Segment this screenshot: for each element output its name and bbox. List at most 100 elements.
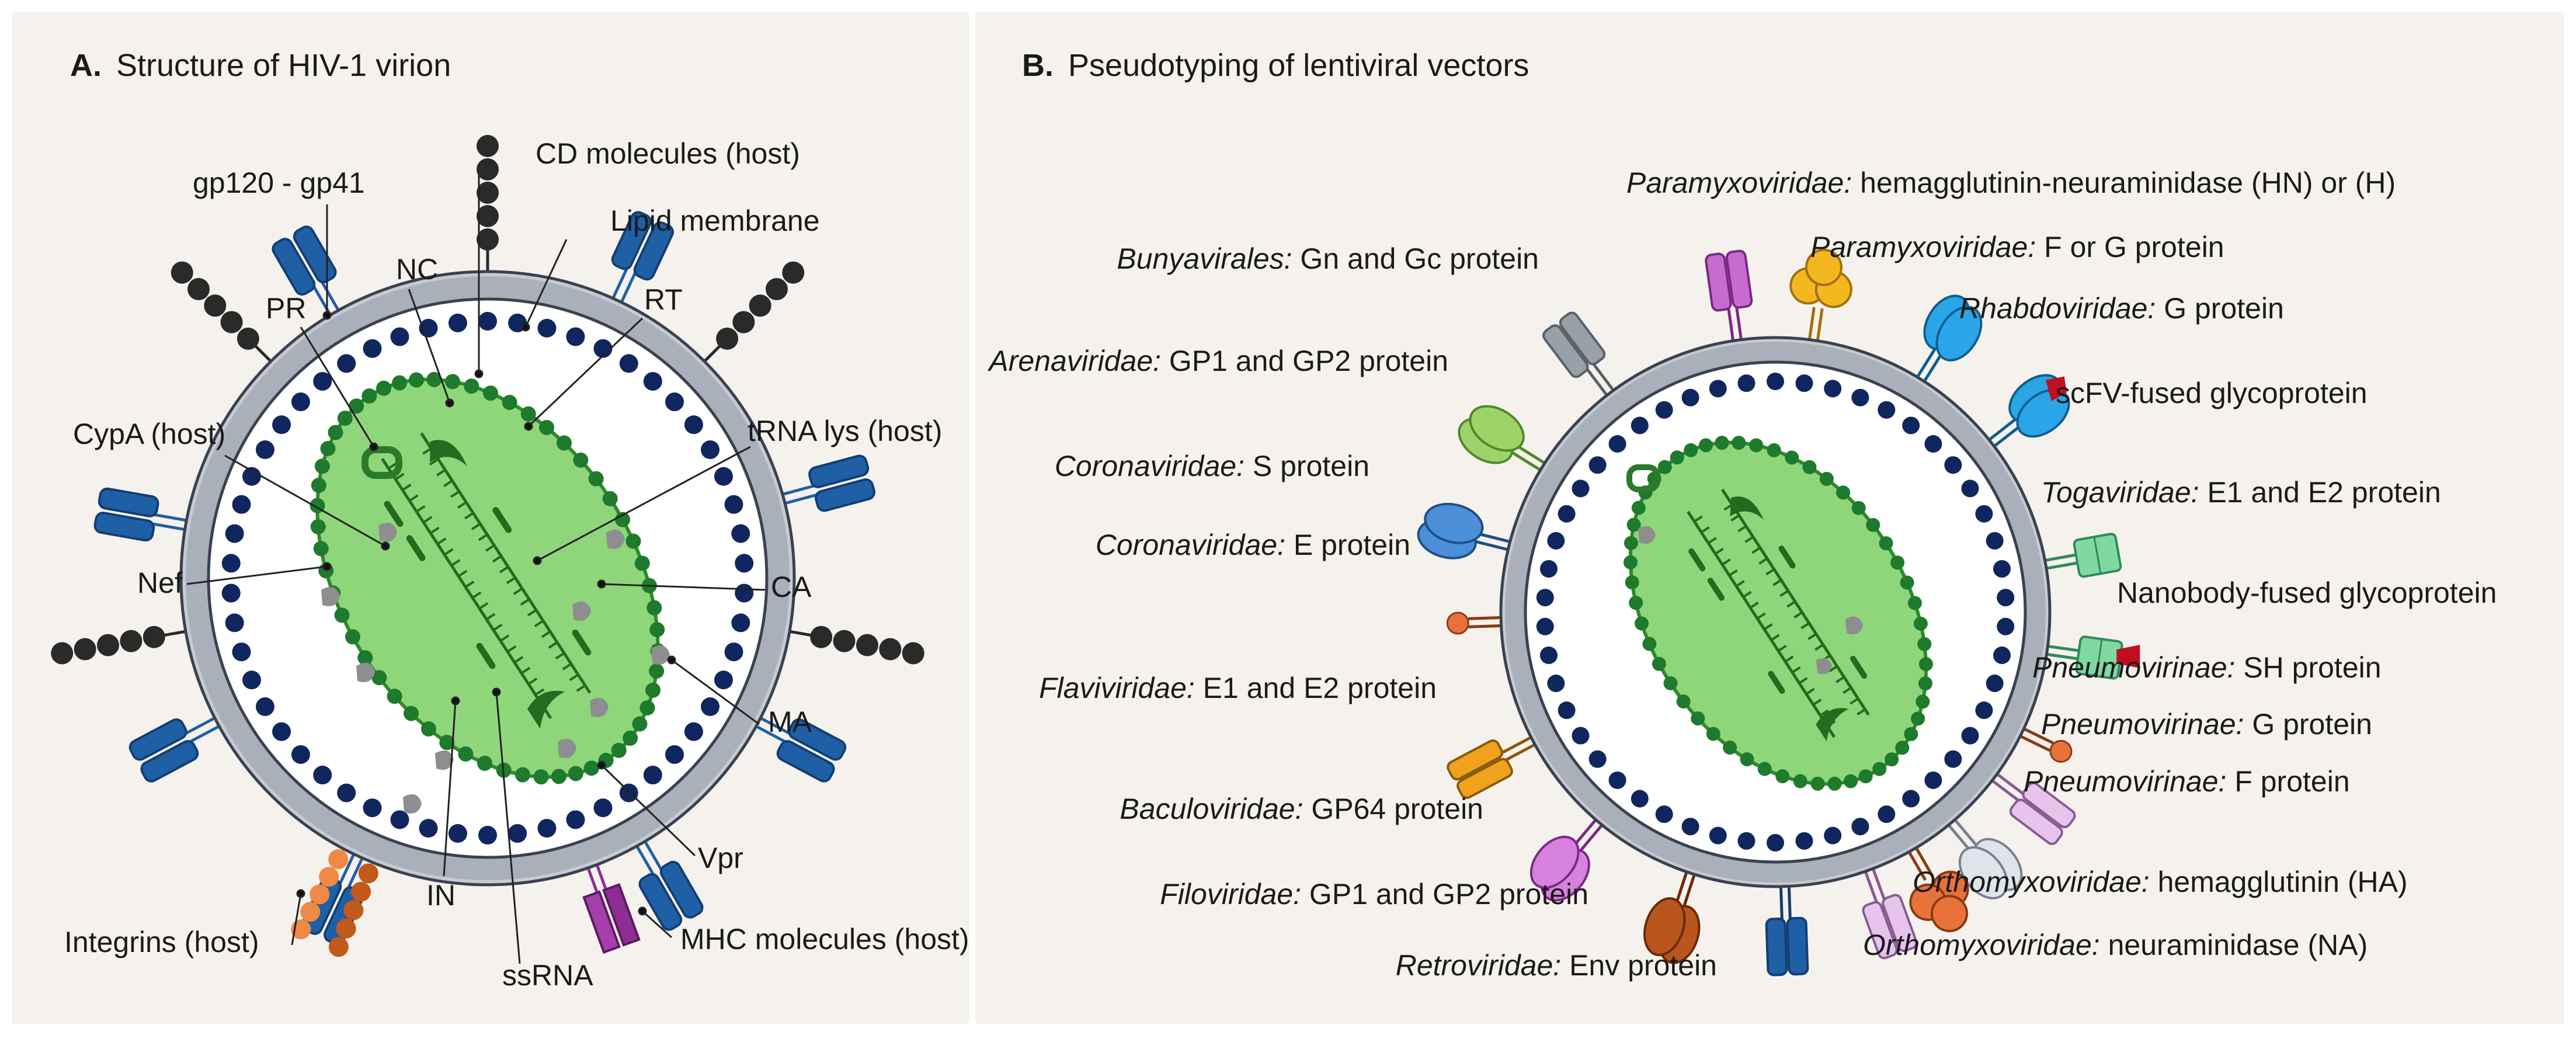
capsid-bead: [643, 766, 662, 785]
capsid-bead: [1608, 435, 1626, 453]
in-enzyme: [527, 690, 565, 729]
rna-tick: [548, 641, 558, 649]
rna-tick: [506, 576, 516, 585]
capsid-bead: [566, 327, 585, 346]
rna-tick: [1708, 537, 1717, 544]
ca-dot: [311, 477, 326, 493]
baculo-gp64-stalk: [1580, 822, 1605, 852]
capsid-bead: [419, 318, 438, 338]
ca-dot: [625, 533, 641, 549]
capsid-bead: [1547, 675, 1565, 693]
capsid-bead: [701, 697, 720, 716]
pointer-dot: [474, 369, 484, 378]
glycoprotein-label: Pneumovirinae: F protein: [2024, 765, 2350, 798]
glycoprotein-name: SH protein: [2235, 651, 2381, 684]
bunyavirales-gn-gc-stalk: [1586, 368, 1609, 398]
ca-dot: [439, 735, 455, 750]
capsid-bead: [1539, 647, 1558, 665]
rna-tick: [1828, 665, 1838, 673]
rna-tick: [1765, 568, 1775, 576]
panel-b-title: B. Pseudotyping of lentiviral vectors: [1022, 48, 1529, 83]
capsid-bead: [1558, 505, 1576, 523]
viral-core-b: [1624, 436, 1933, 791]
glycoprotein-name: Nanobody-fused glycoprotein: [2117, 576, 2497, 609]
retro-env: [1765, 884, 1809, 977]
pointer-line: [300, 326, 375, 447]
cd-molecule-bead: [749, 294, 771, 317]
ca-dot: [1858, 769, 1873, 784]
cd-molecule-bead: [477, 135, 499, 157]
flavi-e1e2: [1447, 735, 1538, 800]
pointer-line: [601, 583, 766, 591]
capsid-bead: [701, 440, 720, 459]
ca-dot: [357, 650, 373, 666]
glycoprotein-family: Togaviridae:: [2041, 476, 2199, 509]
capsid-bead: [313, 371, 332, 391]
ca-dot: [444, 374, 460, 390]
ca-dot: [376, 380, 392, 396]
capsid-bead: [1878, 401, 1896, 419]
glycoprotein-family: Pneumovirinae:: [2024, 765, 2226, 798]
rna-tick: [1786, 600, 1796, 608]
vector-membrane-band: [1505, 342, 2046, 882]
ca-dot: [502, 395, 517, 411]
toga-e1e2-stalk: [2042, 553, 2078, 562]
ca-dot: [1918, 676, 1932, 691]
ca-dot: [588, 471, 604, 487]
capsid-bead: [1558, 701, 1576, 720]
capsid-bead: [1709, 826, 1727, 845]
capsid-bead: [1655, 805, 1673, 823]
lipid-membrane-band: [186, 276, 790, 880]
rna-tick: [409, 494, 419, 502]
glycoprotein-label: Pneumovirinae: G protein: [2041, 708, 2372, 741]
label-nef: Nef: [137, 567, 183, 599]
capsid-bead: [1902, 790, 1920, 808]
pneumo-f-stalk: [1946, 822, 1971, 852]
ca-dot: [1767, 443, 1781, 457]
grey-protein: [403, 794, 422, 814]
ca-dot: [1723, 741, 1737, 755]
ca-dot: [1785, 450, 1799, 465]
rna-tick: [1751, 547, 1761, 554]
capsid-bead: [508, 824, 527, 843]
corona-s-stalk: [1476, 540, 1511, 552]
rna-tick: [576, 684, 586, 692]
rna-tick: [506, 645, 517, 653]
capsid-bead: [1631, 790, 1649, 808]
ca-dot: [1629, 596, 1643, 610]
ca-dot: [573, 452, 589, 468]
pointer-line: [671, 659, 760, 725]
pointer-line: [291, 893, 302, 946]
accessory-proteins-a: [321, 522, 670, 814]
ca-dot: [421, 721, 437, 737]
pointer-line: [495, 691, 521, 964]
capsid-bead: [1851, 818, 1869, 836]
capsid-bead: [1795, 374, 1813, 392]
rna-tick: [555, 652, 565, 660]
glycoprotein-name: hemagglutinin (HA): [2150, 866, 2408, 898]
ca-dot: [1907, 596, 1922, 610]
ca-dot: [1757, 762, 1772, 776]
ca-dot: [583, 760, 599, 776]
glycoprotein-label: Retroviridae: Env protein: [1396, 949, 1717, 982]
label-trna: tRNA lys (host): [748, 415, 942, 447]
corona-e-stalk: [1468, 616, 1504, 620]
capsid-bead: [1924, 435, 1942, 453]
ca-dot: [1827, 776, 1842, 791]
ortho-na-stalk: [1871, 866, 1886, 900]
rna-tick: [458, 569, 468, 578]
capsid-bead: [1924, 771, 1942, 789]
rna-tick: [471, 591, 482, 599]
rna-tick: [1694, 515, 1703, 523]
cd-molecule-bead: [765, 278, 788, 301]
corona-s-domain: [1424, 502, 1484, 544]
mhc-chain: [582, 890, 621, 954]
rna-tick: [562, 663, 572, 670]
glycoprotein-family: Paramyxoviridae:: [1810, 231, 2036, 263]
glycoprotein-label: scFV-fused glycoprotein: [2056, 377, 2368, 409]
glycoprotein-family: Arenaviridae:: [987, 345, 1161, 377]
integrin-bead: [336, 918, 356, 939]
label-ssrna: ssRNA: [502, 959, 593, 992]
glycoprotein-name: scFV-fused glycoprotein: [2056, 377, 2368, 409]
panel-b-title-text: Pseudotyping of lentiviral vectors: [1068, 48, 1529, 83]
